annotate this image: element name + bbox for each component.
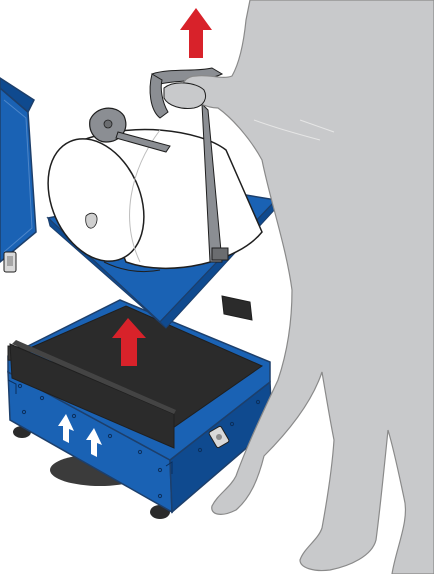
side-case-front bbox=[0, 88, 36, 262]
person-body bbox=[183, 0, 434, 574]
person-silhouette bbox=[183, 0, 434, 574]
side-case bbox=[0, 78, 36, 272]
case-foam-block bbox=[222, 296, 252, 320]
latch-icon bbox=[4, 252, 16, 272]
hand bbox=[164, 83, 206, 109]
up-arrow-red-icon bbox=[180, 8, 212, 58]
